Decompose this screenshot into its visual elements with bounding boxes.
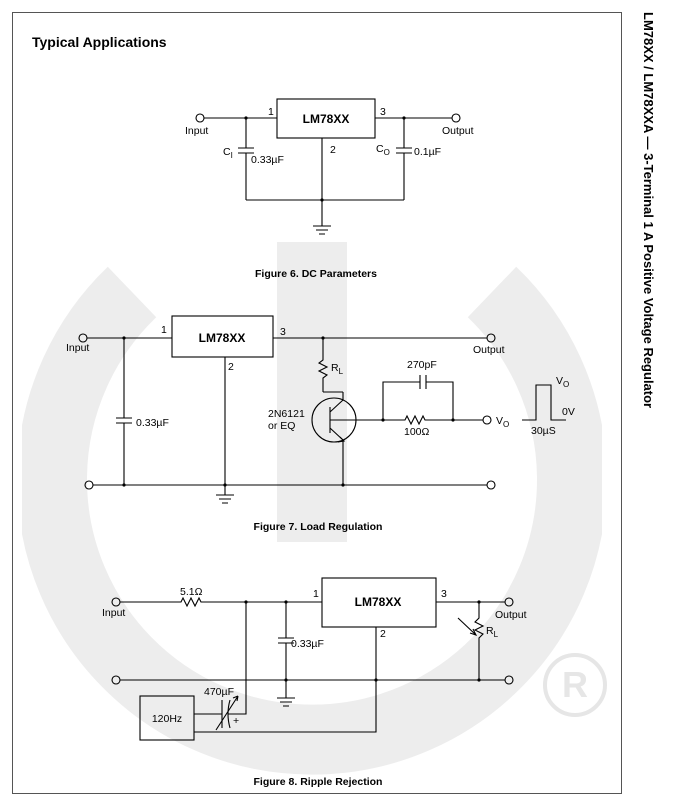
fig7-output-terminal: [486, 333, 496, 343]
fig8-pin3: 3: [441, 588, 447, 600]
fig8-rail-left-terminal: [111, 675, 121, 685]
fig8-input-resistor: [120, 596, 322, 608]
fig8-rail-right-terminal: [504, 675, 514, 685]
fig7-pin2: 2: [228, 361, 234, 373]
fig8-output-label: Output: [495, 609, 527, 621]
fig6-pin3: 3: [380, 106, 386, 118]
fig7-input-terminal: [78, 333, 88, 343]
fig8-pin1: 1: [313, 588, 319, 600]
registered-mark-icon: R: [543, 653, 607, 717]
fig8-output-terminal: [504, 597, 514, 607]
fig7-ground-right-terminal: [486, 480, 496, 490]
section-title: Typical Applications: [32, 34, 167, 50]
fig7-pulse-width: 30µS: [531, 425, 556, 437]
fig7-pulse-waveform: [522, 384, 566, 421]
fig7-feedback-capacitor: [419, 375, 427, 389]
fig6-chip-label: LM78XX: [303, 112, 350, 126]
fig7-chip-label: LM78XX: [199, 331, 246, 345]
fig6-pin2: 2: [330, 144, 336, 156]
fig7-feedback-resistor: [383, 414, 483, 426]
fig7-rl-resistor: [317, 338, 329, 392]
fig7-res-fb-value: 100Ω: [404, 426, 430, 438]
fig7-rl-label: RL: [331, 362, 344, 376]
fig7-vo-terminal: [482, 415, 492, 425]
fig7-output-label: Output: [473, 344, 505, 356]
fig7-vo-label: VO: [496, 415, 509, 429]
fig8-rl-potentiometer: [473, 602, 485, 680]
fig7-transistor-label-2: or EQ: [268, 420, 295, 432]
fig8-rl-label: RL: [486, 625, 499, 639]
fig6-co-value: 0.1µF: [414, 146, 441, 158]
fig6-output-terminal: [451, 113, 461, 123]
fig8-input-capacitor: [278, 602, 294, 698]
figure-7-load-regulation: LM78XX 1 3 2 Input Output 0.33µF RL 2N: [66, 315, 575, 533]
fig7-pulse-vo: VO: [556, 375, 569, 389]
fig6-ci-capacitor: [238, 118, 254, 200]
svg-text:R: R: [562, 664, 588, 705]
fig8-input-label: Input: [102, 607, 125, 619]
page-border: [12, 12, 622, 794]
fig8-cap-elec-value: 470µF: [204, 686, 234, 698]
fig7-regulator-chip: [171, 315, 274, 358]
fig7-transistor-label-1: 2N6121: [268, 408, 305, 420]
fig8-source-label: 120Hz: [152, 713, 182, 725]
fig8-res-in-value: 5.1Ω: [180, 586, 203, 598]
fig6-ground-icon: [313, 225, 331, 235]
fig6-co-label: CO: [376, 143, 390, 157]
fig7-ground-icon: [216, 494, 234, 504]
fig8-pin2: 2: [380, 628, 386, 640]
fig8-chip-label: LM78XX: [355, 595, 402, 609]
fig6-caption: Figure 6. DC Parameters: [255, 268, 377, 280]
watermark-logo: [22, 242, 602, 775]
fig7-cap-in-value: 0.33µF: [136, 417, 169, 429]
fig7-pin1: 1: [161, 324, 167, 336]
fig6-pin1: 1: [268, 106, 274, 118]
fig8-caption: Figure 8. Ripple Rejection: [254, 776, 383, 788]
fig8-electrolytic-capacitor: [221, 699, 231, 729]
fig8-ground-icon: [277, 697, 295, 707]
fig6-ci-label: CI: [223, 146, 233, 160]
fig7-ground-left-terminal: [84, 480, 94, 490]
fig7-caption: Figure 7. Load Regulation: [254, 521, 383, 533]
fig8-cap-in-value: 0.33µF: [291, 638, 324, 650]
fig8-cap-plus: +: [233, 715, 239, 727]
fig7-input-capacitor: [116, 338, 132, 485]
fig6-input-terminal: [195, 113, 205, 123]
fig6-output-label: Output: [442, 125, 474, 137]
fig6-ci-value: 0.33µF: [251, 154, 284, 166]
figure-8-ripple-rejection: LM78XX 1 3 2 5.1Ω Input Output 0.33µF RL: [102, 577, 527, 788]
fig7-cap-fb-value: 270pF: [407, 359, 437, 371]
fig8-120hz-source: [139, 695, 195, 741]
fig7-input-label: Input: [66, 342, 89, 354]
fig8-input-terminal: [111, 597, 121, 607]
fig7-pin3: 3: [280, 326, 286, 338]
fig6-input-label: Input: [185, 125, 208, 137]
figure-6-dc-parameters: LM78XX 1 3 2 Input Output CI 0.33µF CO 0…: [185, 98, 474, 280]
fig6-co-capacitor: [396, 118, 412, 200]
fig7-pulse-0v: 0V: [562, 406, 575, 418]
